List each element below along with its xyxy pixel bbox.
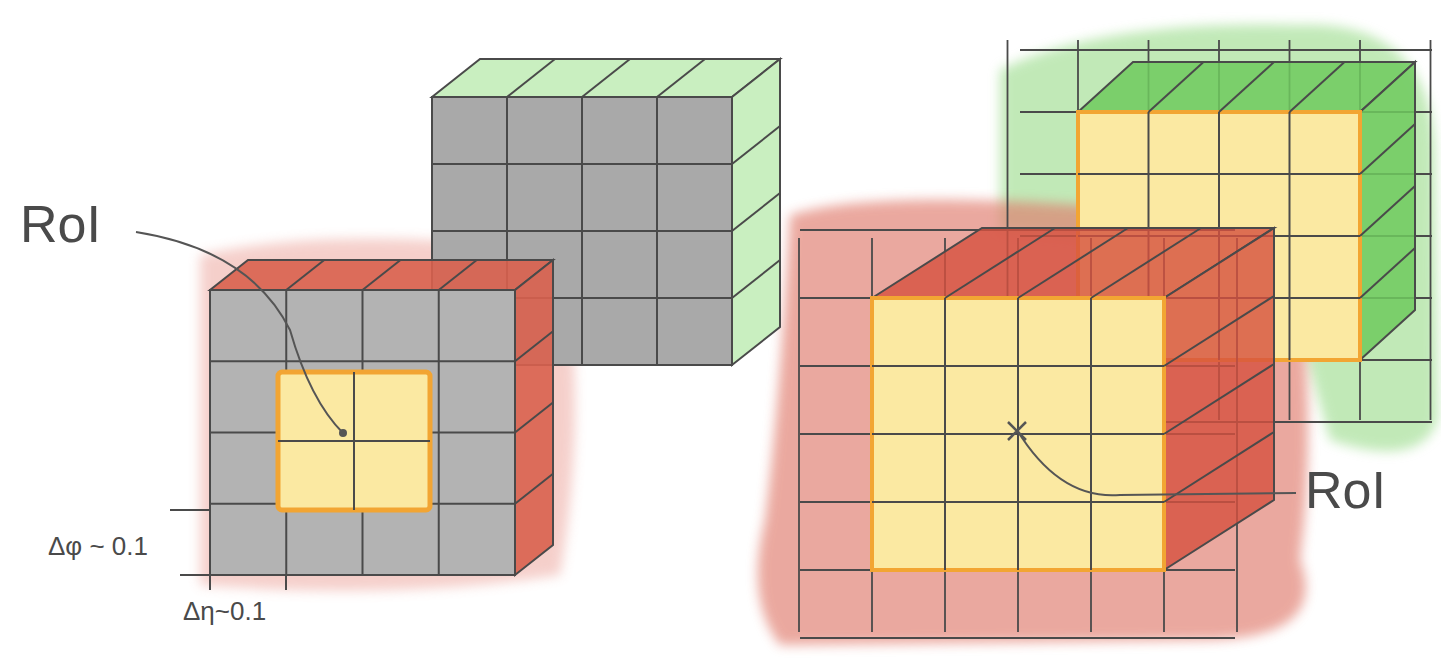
grid-line [798,238,800,632]
grid-line [732,193,780,231]
glow-layer [200,25,1438,645]
roi-mark [339,429,347,437]
grid-line [1164,296,1274,366]
grid-line [285,575,287,590]
top-face [1078,62,1415,112]
grid-line [1430,40,1432,420]
leader-line [1017,430,1296,495]
grid-line [1018,228,1128,298]
front-face [210,290,515,575]
side-face [1360,62,1415,360]
grid-line [170,509,210,511]
grid-line [1360,186,1415,236]
red-glow [758,200,1308,645]
grid-line [278,440,430,442]
grid-line [657,59,705,97]
calorimeter-cube [210,260,553,575]
grid-line [515,403,553,433]
dimension-label: Δη~0.1 [183,597,266,626]
grid-line [1149,62,1204,112]
top-face [210,260,553,290]
roi-mark [1008,422,1026,440]
front-face [872,298,1164,570]
side-face [732,59,780,365]
grid-line [872,501,1164,503]
roi-label: RoI [1305,462,1386,519]
grid-line [1164,364,1274,434]
top-face [432,59,780,97]
grid-line [945,228,1055,298]
grid-line [286,260,324,290]
leader-line [136,232,343,433]
side-face [1164,228,1274,570]
grid-line [209,575,211,590]
grid-line [1360,124,1415,174]
grid-line [732,126,780,164]
grid-line [1219,62,1274,112]
leader-layer [136,232,1296,495]
grid-line [1090,298,1092,570]
roi-label: RoI [20,196,101,253]
side-face [515,260,553,575]
grid-line [439,260,477,290]
grid-line [515,331,553,361]
red-glow-left [200,239,575,591]
grid-line [1290,62,1345,112]
dimension-label: Δφ ~ 0.1 [48,532,148,561]
grid-line [800,637,1235,639]
grid-line [1164,432,1274,502]
grid-line [582,59,630,97]
grid-line [1289,112,1291,360]
calorimeter-cube [872,228,1274,570]
grid-line [732,260,780,298]
grid-line [507,59,555,97]
grid-line [438,290,440,575]
cube-layer [170,40,1432,638]
grid-line [656,97,658,365]
grid-line [515,474,553,504]
grid-line [363,260,401,290]
grid-line [1360,248,1415,298]
grid-line [432,230,732,232]
grid-line [1091,228,1201,298]
grid-line [180,574,210,576]
roi-cells [278,372,430,510]
grid-line [1020,49,1432,51]
